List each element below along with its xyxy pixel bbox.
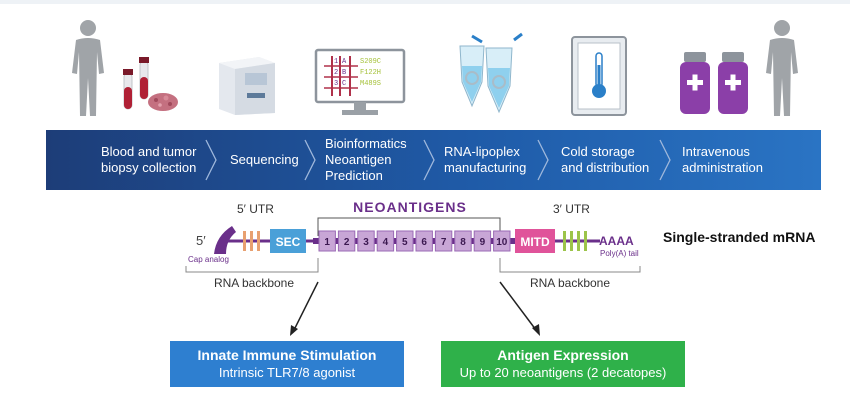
neoantigen-segment-label: 7 (441, 237, 447, 248)
step-intravenous: Intravenous administration (682, 130, 792, 190)
chevron-right-icon (423, 139, 435, 181)
backbone-left-label: RNA backbone (214, 276, 294, 290)
neoantigen-segment-label: 5 (402, 237, 408, 248)
neoantigen-segment-label: 1 (324, 237, 330, 248)
neoantigen-segment-label: 10 (496, 237, 508, 248)
monitor-icon: 1 2 3 A B C S209C F122H M489S (314, 48, 406, 115)
neoantigen-linker (313, 238, 516, 244)
monitor-letter-c: C (342, 80, 346, 88)
antigen-subtitle: Up to 20 neoantigens (2 decatopes) (459, 365, 667, 380)
lipoplex-tubes-icon (459, 32, 523, 114)
mrna-title: Single-stranded mRNA (663, 229, 815, 245)
top-band (0, 0, 850, 4)
utr-bar (570, 231, 573, 251)
backbone-bracket-left (185, 258, 319, 273)
step-label: Blood and tumor biopsy collection (101, 144, 197, 175)
monitor-code-2: F122H (360, 69, 381, 77)
neoantigen-segment (376, 230, 395, 252)
neoantigen-bracket (317, 217, 501, 236)
step-cold-storage: Cold storage and distribution (561, 130, 661, 190)
antigen-title: Antigen Expression (497, 347, 629, 363)
antigen-expression-box: Antigen Expression Up to 20 neoantigens … (441, 341, 685, 387)
blood-tubes-icon (123, 57, 149, 110)
polya-label: AAAA (599, 234, 634, 248)
neoantigen-segment (493, 230, 511, 252)
neoantigen-segment-label: 4 (383, 237, 389, 248)
utr-bar (243, 231, 246, 251)
arrowhead-icon (532, 324, 540, 336)
polya-tail-label: Poly(A) tail (600, 249, 639, 258)
pipeline-banner: Blood and tumor biopsy collection Sequen… (46, 130, 821, 190)
sec-block (270, 229, 306, 253)
step-label: Bioinformatics Neoantigen Prediction (325, 136, 407, 183)
utr-bar (563, 231, 566, 251)
neoantigen-segment-label: 9 (480, 237, 486, 248)
cap-analog-icon (214, 226, 236, 254)
neoantigens-title: NEOANTIGENS (353, 199, 467, 215)
backbone-right-label: RNA backbone (530, 276, 610, 290)
utr-bar (250, 231, 253, 251)
neoantigen-segment (415, 230, 433, 252)
chevron-right-icon (659, 139, 671, 181)
monitor-letter-b: B (342, 69, 346, 77)
arrow-to-antigen (499, 281, 537, 331)
neoantigen-segment (434, 230, 453, 252)
vaccine-vials-icon (680, 52, 748, 114)
three-utr-label: 3′ UTR (553, 202, 590, 216)
chevron-right-icon (537, 139, 549, 181)
neoantigen-segment (454, 230, 472, 252)
monitor-code-1: S209C (360, 58, 381, 66)
backbone-bracket-right (499, 258, 641, 273)
step-bioinformatics: Bioinformatics Neoantigen Prediction (325, 130, 420, 190)
person-icon (766, 20, 798, 116)
utr-bar (257, 231, 260, 251)
neoantigen-segment (473, 230, 492, 252)
cap-analog-label: Cap analog (188, 255, 229, 264)
cold-storage-icon (571, 36, 627, 116)
tumor-biopsy-icon (148, 93, 178, 111)
neoantigen-segment-label: 6 (421, 237, 427, 248)
innate-title: Innate Immune Stimulation (197, 347, 377, 363)
step-rna-lipoplex: RNA-lipoplex manufacturing (444, 130, 544, 190)
utr-bar (584, 231, 587, 251)
person-icon (72, 20, 104, 116)
innate-subtitle: Intrinsic TLR7/8 agonist (218, 365, 356, 380)
chevron-right-icon (304, 139, 316, 181)
monitor-num-2: 2 (334, 69, 338, 77)
mitd-label: MITD (520, 235, 550, 249)
neoantigen-segment-label: 3 (363, 237, 369, 248)
neoantigen-segment-label: 2 (344, 237, 350, 248)
neoantigen-segment (396, 230, 414, 252)
chevron-right-icon (205, 139, 217, 181)
step-label: Cold storage and distribution (561, 144, 650, 175)
monitor-num-1: 1 (334, 58, 338, 66)
sec-label: SEC (276, 235, 301, 249)
step-biopsy-collection: Blood and tumor biopsy collection (101, 130, 211, 190)
five-utr-label: 5′ UTR (237, 202, 274, 216)
monitor-num-3: 3 (334, 80, 338, 88)
sequencer-icon (219, 57, 275, 115)
utr-bar (577, 231, 580, 251)
arrowhead-icon (290, 325, 298, 336)
innate-immune-box: Innate Immune Stimulation Intrinsic TLR7… (170, 341, 404, 387)
neoantigen-segment (357, 230, 375, 252)
mitd-block (515, 229, 555, 253)
step-sequencing: Sequencing (230, 130, 310, 190)
monitor-code-3: M489S (360, 80, 381, 88)
neoantigen-segment-label: 8 (460, 237, 466, 248)
five-prime-label: 5′ (196, 233, 206, 248)
neoantigen-segment (337, 230, 356, 252)
step-label: Sequencing (230, 152, 299, 167)
arrow-to-innate (293, 281, 319, 331)
neoantigen-segments: 1 2 3 4 5 6 7 8 9 10 (313, 230, 516, 252)
step-label: Intravenous administration (682, 144, 763, 175)
neoantigen-segment (318, 230, 336, 252)
step-label: RNA-lipoplex manufacturing (444, 144, 527, 175)
monitor-letter-a: A (342, 58, 347, 66)
